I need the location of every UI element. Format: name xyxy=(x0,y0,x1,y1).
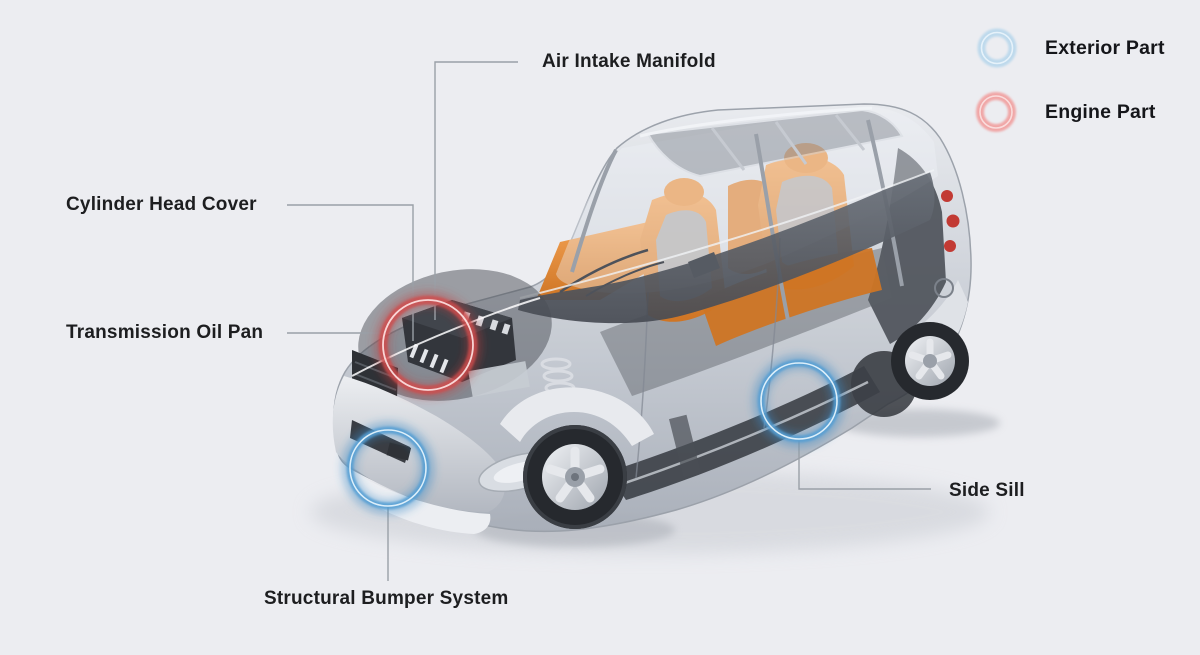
beltline-band xyxy=(518,172,935,324)
side-mirror xyxy=(688,252,720,278)
front-fender xyxy=(500,387,654,446)
exterior-part-marker-bumper[interactable] xyxy=(341,421,435,515)
taillights xyxy=(941,190,960,252)
exterior-part-marker-side-sill[interactable] xyxy=(752,354,846,448)
label-cylinder-head-cover: Cylinder Head Cover xyxy=(66,194,257,215)
roof-cross-bars xyxy=(710,114,866,171)
front-wheel xyxy=(523,425,627,529)
car-illustration xyxy=(332,103,972,534)
label-air-intake-manifold: Air Intake Manifold xyxy=(542,51,716,72)
roof-edge-highlight xyxy=(639,106,873,138)
side-sill-band xyxy=(608,366,880,500)
label-transmission-oil-pan: Transmission Oil Pan xyxy=(66,322,264,343)
legend-label-exterior-part: Exterior Part xyxy=(1045,37,1165,59)
label-structural-bumper-system: Structural Bumper System xyxy=(264,588,509,609)
rear-wheel xyxy=(891,322,969,400)
label-side-sill: Side Sill xyxy=(949,480,1025,501)
leader-air-intake-manifold xyxy=(434,61,518,320)
fuel-cap xyxy=(934,278,954,298)
beltline-highlight xyxy=(519,169,935,299)
legend-exterior-ring-icon xyxy=(977,28,1017,68)
legend-engine-ring-icon xyxy=(976,92,1016,132)
leader-side-sill xyxy=(798,441,931,490)
legend-label-engine-part: Engine Part xyxy=(1045,101,1156,123)
engine-fins xyxy=(409,343,449,374)
windows xyxy=(556,106,938,294)
engine-part-marker[interactable] xyxy=(373,290,483,400)
